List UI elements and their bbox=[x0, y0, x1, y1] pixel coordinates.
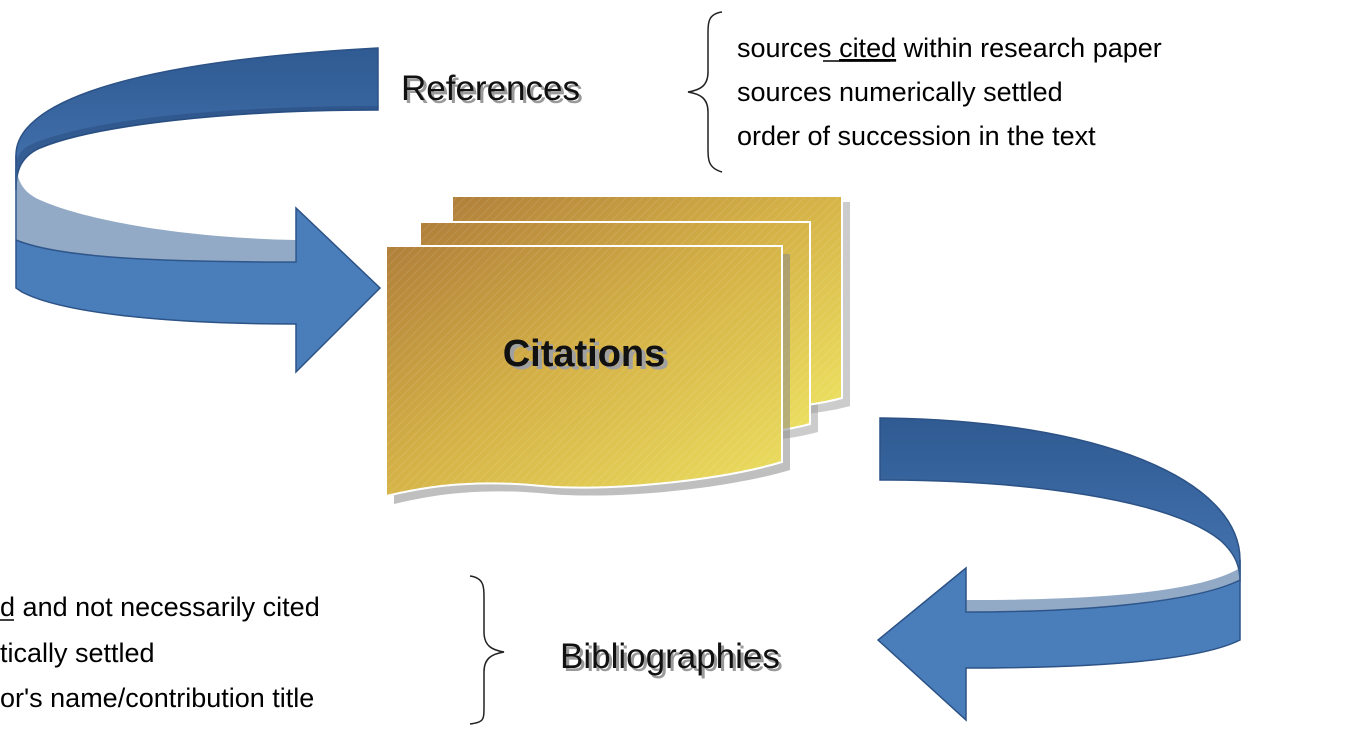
bibliographies-list: d and not necessarily cited tically sett… bbox=[0, 592, 320, 713]
bibliographies-item-1: d and not necessarily cited bbox=[0, 592, 320, 622]
bibliographies-item-2: tically settled bbox=[0, 638, 155, 668]
references-list: sources cited within research paper sour… bbox=[737, 33, 1162, 151]
bibliographies-item-3: or's name/contribution title bbox=[0, 683, 314, 713]
center-label: Citations bbox=[503, 333, 666, 375]
document-stack-icon: Citations Citations bbox=[385, 195, 850, 504]
references-brace-icon bbox=[687, 11, 723, 173]
bibliographies-brace-icon bbox=[469, 575, 505, 725]
references-label-shadow: References bbox=[404, 72, 583, 111]
references-item-1: sources cited within research paper bbox=[737, 33, 1162, 63]
references-item-3: order of succession in the text bbox=[737, 121, 1096, 151]
bibliographies-curved-arrow-icon bbox=[876, 417, 1241, 722]
center-label-shadow: Citations bbox=[507, 336, 670, 378]
references-item-2: sources numerically settled bbox=[737, 77, 1063, 107]
bibliographies-label: Bibliographies bbox=[560, 637, 780, 676]
references-curved-arrow-icon bbox=[15, 47, 382, 374]
bibliographies-label-shadow: Bibliographies bbox=[563, 640, 783, 679]
references-label: References bbox=[401, 69, 580, 108]
